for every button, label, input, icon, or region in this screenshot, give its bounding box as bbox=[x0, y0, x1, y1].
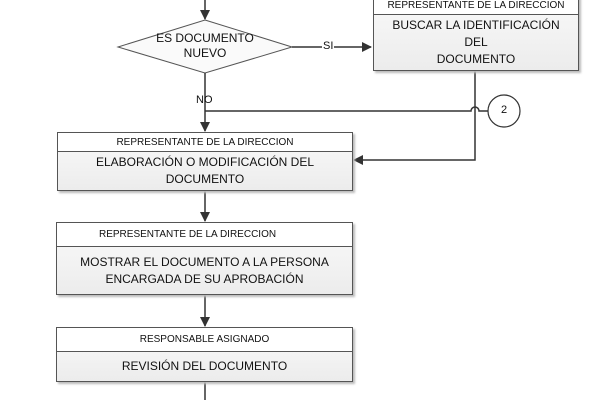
decision-label-line1: ES DOCUMENTO bbox=[156, 31, 254, 45]
yes-label: SI bbox=[322, 40, 335, 52]
process-buscar-identificacion[interactable]: REPRESENTANTE DE LA DIRECCION BUSCAR LA … bbox=[373, 0, 579, 71]
process-revision[interactable]: RESPONSABLE ASIGNADO REVISIÓN DEL DOCUME… bbox=[56, 327, 353, 382]
arrow-from-buscar bbox=[353, 70, 476, 165]
role-header: REPRESENTANTE DE LA DIRECCION bbox=[58, 133, 352, 152]
role-header: REPRESENTANTE DE LA DIRECCION bbox=[374, 0, 578, 15]
connector-label: 2 bbox=[500, 104, 508, 116]
decision-label-line2: NUEVO bbox=[183, 46, 227, 60]
process-mostrar-documento[interactable]: REPRESENTANTE DE LA DIRECCION MOSTRAR EL… bbox=[56, 222, 353, 295]
no-label: NO bbox=[196, 94, 213, 106]
line-from-connector bbox=[205, 106, 488, 112]
process-elaboracion[interactable]: REPRESENTANTE DE LA DIRECCION ELABORACIÓ… bbox=[57, 132, 353, 191]
role-header: RESPONSABLE ASIGNADO bbox=[57, 328, 352, 352]
role-header: REPRESENTANTE DE LA DIRECCION bbox=[57, 223, 352, 247]
decision-label: ES DOCUMENTO NUEVO bbox=[140, 31, 270, 61]
process-text: REVISIÓN DEL DOCUMENTO bbox=[121, 359, 288, 373]
connector-circle bbox=[487, 94, 521, 128]
